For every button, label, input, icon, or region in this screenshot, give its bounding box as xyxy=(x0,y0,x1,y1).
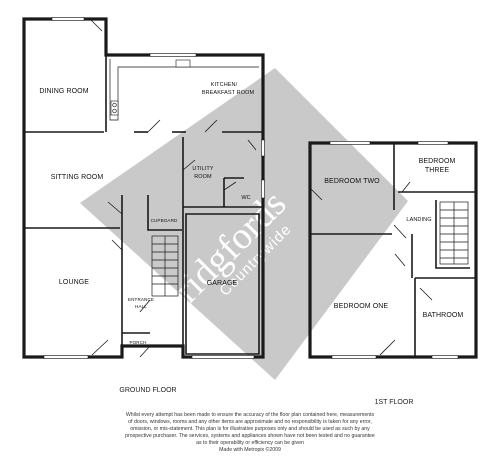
cupboard-wall xyxy=(147,195,182,231)
stair-well-wall xyxy=(435,200,470,269)
hob-ring xyxy=(112,102,117,108)
lounge-bay xyxy=(91,339,109,356)
ground-floor-plan: DINING ROOM KITCHEN/ BREAKFAST ROOM SITT… xyxy=(22,17,265,394)
label-cupboard: CUPBOARD xyxy=(151,218,178,223)
utility-hall-door xyxy=(182,159,196,171)
bed2-window xyxy=(329,141,371,145)
kitchen-sink xyxy=(175,59,191,68)
sitting-door xyxy=(107,201,123,215)
label-kitchen-line2: BREAKFAST ROOM xyxy=(202,90,255,96)
first-stairs xyxy=(439,201,469,265)
garage-internal-door xyxy=(247,139,257,151)
disclaimer: Whilst every attempt has been made to en… xyxy=(125,412,375,453)
disclaimer-line6: Made with Metropix ©2009 xyxy=(219,446,281,453)
stairs-treads xyxy=(152,236,178,296)
disclaimer-line2: of doors, windows, rooms and any other i… xyxy=(128,419,372,425)
label-landing: LANDING xyxy=(406,217,431,223)
kitchen-door xyxy=(147,119,161,133)
label-garage: GARAGE xyxy=(207,280,238,287)
porch-door xyxy=(139,345,151,358)
bath-door xyxy=(419,287,433,301)
label-kitchen-line1: KITCHEN/ xyxy=(211,82,238,88)
utility-window xyxy=(261,139,265,157)
dining-door xyxy=(89,18,103,32)
bed1-window xyxy=(331,355,377,359)
label-dining-room: DINING ROOM xyxy=(39,88,88,95)
wc-window xyxy=(261,179,265,199)
hall-door xyxy=(139,299,151,313)
bed3-door xyxy=(401,181,411,193)
label-bedroom-one: BEDROOM ONE xyxy=(334,303,389,310)
label-lounge: LOUNGE xyxy=(59,279,89,286)
label-bedroom-three-line1: BEDROOM xyxy=(419,158,456,165)
hob-ring xyxy=(112,108,117,114)
lounge-door xyxy=(111,239,123,251)
bed3-window xyxy=(417,141,449,145)
kitchen-counter xyxy=(109,59,259,121)
label-wc: WC xyxy=(241,195,250,201)
label-ground-floor: GROUND FLOOR xyxy=(119,387,176,394)
bed2-door xyxy=(393,224,407,239)
lounge-window xyxy=(43,355,89,359)
bed1-bay xyxy=(379,339,396,356)
label-bathroom: BATHROOM xyxy=(423,312,464,319)
kitchen-window xyxy=(149,53,197,57)
bath-window xyxy=(431,355,459,359)
label-utility-line2: ROOM xyxy=(194,174,212,180)
label-porch: PORCH xyxy=(129,340,146,345)
garage-inner-wall xyxy=(185,213,260,355)
label-utility-line1: UTILITY xyxy=(192,166,213,172)
stairs-treads xyxy=(440,202,468,264)
label-bedroom-three-line2: THREE xyxy=(425,167,449,174)
label-first-floor: 1ST FLOOR xyxy=(375,399,414,406)
disclaimer-line4: prospective purchaser. The services, sys… xyxy=(125,433,375,439)
label-entrance-line2: HALL xyxy=(135,304,147,309)
wc-door xyxy=(223,181,237,191)
disclaimer-line3: omission, or mis-statement. This plan is… xyxy=(130,426,370,432)
bed1-door xyxy=(394,253,406,267)
disclaimer-line5: as to their operability or efficiency ca… xyxy=(196,440,304,446)
ground-stairs xyxy=(151,235,179,297)
label-entrance-line1: ENTRANCE xyxy=(128,297,154,302)
first-floor-plan: BEDROOM TWO BEDROOM THREE LANDING BEDROO… xyxy=(308,141,478,406)
garage-door xyxy=(191,355,255,359)
utility-door xyxy=(204,119,218,133)
bed2-wardrobe xyxy=(309,187,323,201)
hob xyxy=(110,100,119,116)
label-bedroom-two: BEDROOM TWO xyxy=(324,178,380,185)
disclaimer-line1: Whilst every attempt has been made to en… xyxy=(126,412,375,418)
dining-window xyxy=(51,17,85,21)
label-sitting-room: SITTING ROOM xyxy=(51,174,104,181)
watermark-diamond xyxy=(80,68,408,380)
